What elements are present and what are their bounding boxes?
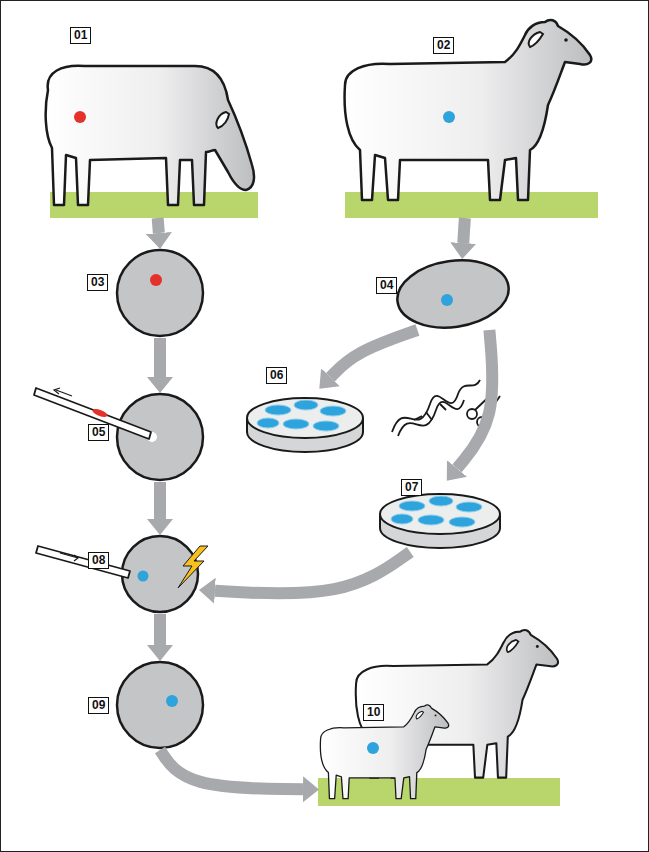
process-arrow [215, 552, 410, 593]
callout-number: 07 [401, 479, 422, 496]
stage-illustration: 08 [120, 534, 200, 614]
stage-illustration: 04 [395, 258, 513, 330]
clone-pair [320, 630, 558, 799]
process-arrow [158, 218, 159, 233]
cloned-lamb [320, 705, 448, 799]
red-nucleus [150, 274, 162, 286]
inject-arrow [60, 553, 78, 561]
culture-dish [247, 398, 363, 452]
process-arrow [463, 218, 465, 243]
blue-nucleus [166, 695, 178, 707]
process-arrow [154, 614, 166, 645]
callout-number: 06 [266, 367, 287, 384]
stage-illustration: 03 [115, 248, 205, 338]
stage-illustration: 07 [378, 480, 502, 552]
callout-number: 01 [70, 27, 91, 44]
egg-cell [117, 394, 203, 480]
stage-illustration: 02 [335, 20, 600, 218]
sheep-body [46, 66, 254, 205]
stage-illustration: 05 [115, 392, 205, 482]
cell-donor-sheep [345, 20, 592, 200]
embryo-cell [117, 662, 203, 748]
process-arrow [160, 750, 303, 789]
stage-illustration: 10 [318, 600, 558, 806]
sheep-body [345, 20, 592, 200]
callout-number: 04 [376, 277, 397, 294]
grass [345, 192, 598, 218]
callout-number: 05 [88, 424, 109, 441]
electric-pulse [178, 546, 208, 588]
callout-number: 08 [88, 552, 109, 569]
donor-sheep [46, 66, 254, 205]
blue-nucleus [441, 294, 453, 306]
body-cell [393, 254, 513, 335]
stage-illustration: 09 [115, 660, 205, 750]
red-nucleus [91, 407, 108, 418]
sheep-ear [216, 112, 229, 128]
process-arrow [330, 330, 417, 377]
process-arrow [457, 330, 492, 468]
grass [318, 778, 560, 806]
callout-number: 03 [87, 274, 108, 291]
suction-arrow [54, 388, 60, 394]
callout-number: 10 [363, 704, 384, 721]
process-arrow [154, 338, 166, 377]
culture-dish [380, 494, 500, 548]
stage-illustration: 06 [248, 388, 368, 456]
blue-nucleus [443, 111, 455, 123]
red-nucleus [74, 111, 86, 123]
blue-nucleus [138, 571, 149, 582]
stage-illustration: 01 [40, 20, 262, 218]
process-arrow [154, 482, 166, 519]
blue-nucleus [367, 742, 379, 754]
pipette [36, 546, 130, 578]
egg-cell [117, 250, 203, 336]
callout-number: 02 [433, 37, 454, 54]
callout-number: 09 [88, 697, 109, 714]
